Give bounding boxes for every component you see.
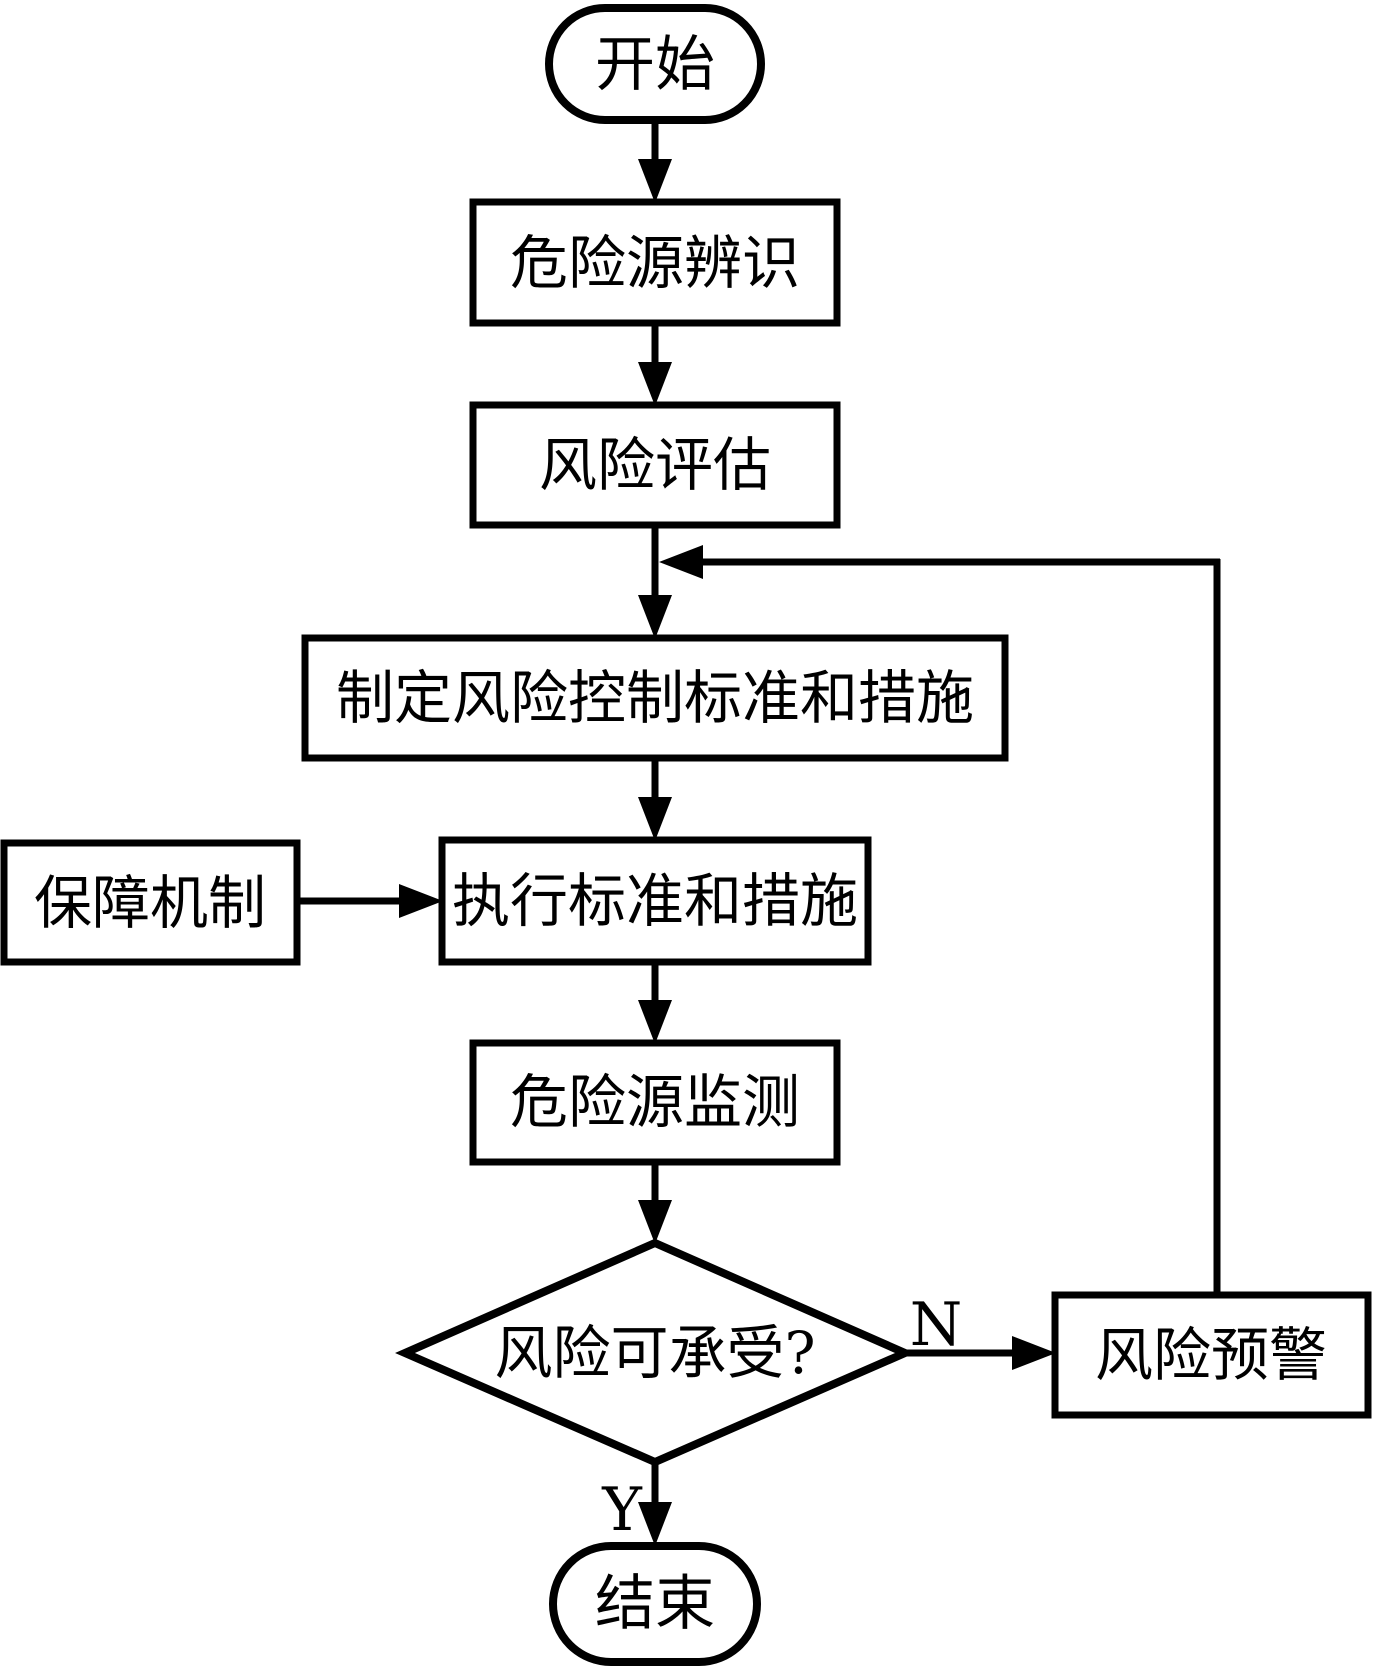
edge-hazard-identification-to-risk-assessment	[638, 321, 672, 406]
edge-set-control-standards-to-execute-standards	[638, 756, 672, 841]
risk-warning-node: 风险预警	[1051, 1291, 1372, 1419]
risk-warning-label: 风险预警	[1095, 1321, 1327, 1389]
hazard-identification-shape	[469, 198, 841, 327]
edge-start-to-hazard-identification	[638, 116, 672, 203]
edge-hazard-monitoring-to-risk-acceptable	[638, 1160, 672, 1244]
end-node: 结束	[549, 1542, 761, 1666]
set-control-standards-label: 制定风险控制标准和措施	[336, 664, 974, 732]
arrowhead-down-icon	[638, 797, 672, 841]
edge-risk-assessment-to-set-control-standards	[638, 523, 672, 639]
risk-acceptable-shape	[395, 1238, 915, 1467]
execute-standards-shape	[438, 836, 872, 966]
edge-risk-acceptable-to-risk-warning	[905, 1336, 1056, 1370]
safeguard-mechanism-shape	[0, 839, 301, 966]
start-node-label: 开始	[595, 30, 715, 100]
safeguard-mechanism-label: 保障机制	[34, 869, 266, 937]
hazard-monitoring-shape	[469, 1039, 841, 1166]
execute-standards-label: 执行标准和措施	[452, 867, 858, 935]
risk-acceptable-decision-node: 风险可承受?	[395, 1238, 915, 1467]
edge-risk-warning-feedback-loop	[659, 545, 1221, 1296]
arrowhead-down-icon	[638, 1000, 672, 1044]
end-node-label: 结束	[595, 1569, 715, 1639]
start-node-shape	[545, 4, 765, 124]
edge-label-yes: Y	[601, 1475, 643, 1545]
arrowhead-down-icon	[638, 1200, 672, 1244]
arrowhead-down-icon	[638, 1502, 672, 1546]
hazard-identification-node: 危险源辨识	[469, 198, 841, 327]
edge-risk-acceptable-to-end	[638, 1460, 672, 1546]
arrowhead-left-icon	[659, 545, 703, 579]
risk-assessment-node: 风险评估	[469, 401, 841, 529]
edge-execute-standards-to-hazard-monitoring	[638, 960, 672, 1044]
end-node-shape	[549, 1542, 761, 1666]
execute-standards-node: 执行标准和措施	[438, 836, 872, 966]
set-control-standards-shape	[301, 634, 1009, 762]
arrowhead-right-icon	[399, 884, 443, 918]
safeguard-mechanism-node: 保障机制	[0, 839, 301, 966]
edge-label-no: N	[910, 1290, 963, 1360]
risk-assessment-label: 风险评估	[539, 431, 771, 499]
hazard-monitoring-label: 危险源监测	[510, 1068, 800, 1136]
edge-safeguard-mechanism-to-execute-standards	[295, 884, 443, 918]
risk-warning-shape	[1051, 1291, 1372, 1419]
risk-acceptable-label: 风险可承受?	[494, 1319, 815, 1387]
set-control-standards-node: 制定风险控制标准和措施	[301, 634, 1009, 762]
arrowhead-right-icon	[1012, 1336, 1056, 1370]
arrowhead-down-icon	[638, 362, 672, 406]
risk-assessment-shape	[469, 401, 841, 529]
start-node: 开始	[545, 4, 765, 124]
arrowhead-down-icon	[638, 595, 672, 639]
hazard-identification-label: 危险源辨识	[510, 229, 800, 297]
arrowhead-down-icon	[638, 159, 672, 203]
hazard-monitoring-node: 危险源监测	[469, 1039, 841, 1166]
